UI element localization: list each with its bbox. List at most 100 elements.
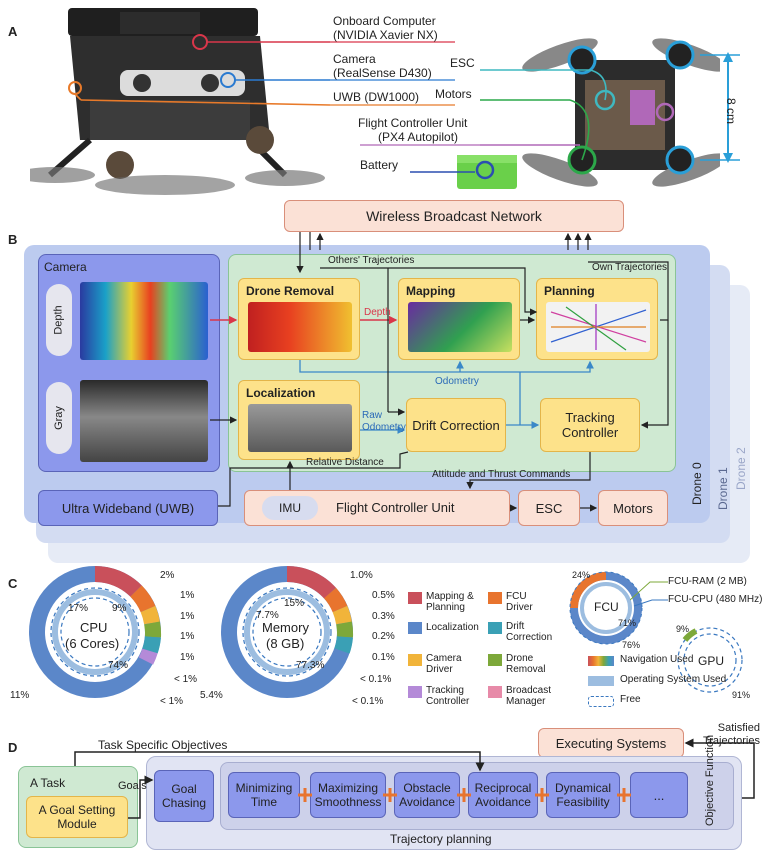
executing-systems-label: Executing Systems [555, 735, 667, 751]
callout-onboard-computer-sub: (NVIDIA Xavier NX) [333, 28, 438, 42]
legend2-label-2: Free [620, 694, 641, 705]
callout-motors: Motors [435, 87, 472, 101]
objective-box-1: Maximizing Smoothness [310, 772, 386, 818]
objective-label-4: Dynamical Feasibility [554, 781, 611, 809]
legend-label-2: Localization [426, 622, 479, 633]
drone-photo-left [30, 8, 325, 195]
legend-label-0: Mapping & Planning [426, 591, 474, 613]
mem-label-3: 0.2% [372, 631, 395, 642]
depth-arrow-label: Depth [364, 307, 391, 318]
legend2-swatch-2 [588, 696, 614, 707]
panel-d-label: D [8, 740, 18, 755]
legend2-swatch-1 [588, 676, 614, 686]
legend-swatch-6 [408, 686, 422, 698]
cpu-label-10: 74% [108, 660, 129, 671]
mem-label-8: 7.7% [256, 610, 279, 621]
raw-odometry-label: Raw Odometry [362, 410, 406, 433]
cpu-sub: (6 Cores) [65, 636, 120, 651]
uwb-box: Ultra Wideband (UWB) [38, 490, 218, 526]
task-label: A Task [30, 776, 66, 790]
planning-image [546, 302, 650, 352]
legend-label-5: Drone Removal [506, 653, 546, 675]
callout-lines [68, 34, 740, 173]
wireless-broadcast-label: Wireless Broadcast Network [366, 208, 542, 224]
callout-onboard-computer: Onboard Computer [333, 14, 436, 28]
cpu-label-9: 9% [112, 603, 127, 614]
attitude-label: Attitude and Thrust Commands [432, 469, 571, 480]
objective-box-5: ... [630, 772, 688, 818]
objective-label-3: Reciprocal Avoidance [474, 781, 532, 809]
fcu-label-0: 24% [572, 570, 591, 580]
legend-label-7: Broadcast Manager [506, 685, 552, 707]
mapping-image [408, 302, 512, 352]
mem-label-5: < 0.1% [360, 674, 392, 685]
mem-label-6: < 0.1% [352, 696, 384, 707]
mem-label-0: 1.0% [350, 570, 373, 581]
mem-label-2: 0.3% [372, 611, 395, 622]
legend-swatch-7 [488, 686, 502, 698]
trajectory-planning-label: Trajectory planning [390, 832, 492, 846]
plus-icon [298, 788, 631, 802]
legend-swatch-5 [488, 654, 502, 666]
fcu-donut [569, 571, 643, 645]
cpu-title: CPU [80, 620, 108, 635]
executing-systems-box: Executing Systems [538, 728, 684, 758]
gray-image [80, 380, 208, 462]
mapping-label: Mapping [406, 284, 456, 298]
drone-removal-image [248, 302, 352, 352]
legend-label-3: Drift Correction [506, 621, 553, 643]
motors-box: Motors [598, 490, 668, 526]
mem-label-9: 15% [284, 598, 305, 609]
cpu-label-5: < 1% [174, 674, 198, 685]
fcu-leaders [630, 581, 668, 607]
esc-box: ESC [518, 490, 580, 526]
cpu-label-1: 1% [180, 590, 195, 601]
callout-battery: Battery [360, 158, 399, 172]
esc-label: ESC [535, 500, 563, 516]
gpu-title: GPU [698, 654, 725, 668]
camera-label: Camera [44, 260, 87, 274]
panel-b-label: B [8, 232, 18, 247]
callout-esc: ESC [450, 56, 475, 70]
relative-distance-label: Relative Distance [306, 457, 384, 468]
fcu-label: Flight Controller Unit [336, 500, 455, 515]
gpu-label-1: 91% [732, 690, 751, 700]
uwb-label: Ultra Wideband (UWB) [61, 500, 195, 516]
fcu-ram-label: FCU-RAM (2 MB) [668, 576, 747, 587]
objective-box-0: Minimizing Time [228, 772, 300, 818]
legend: Mapping & Planning FCU Driver Localizati… [408, 591, 558, 707]
legend-swatch-1 [488, 592, 502, 604]
goal-module-box: A Goal Setting Module [26, 796, 128, 838]
objective-label-1: Maximizing Smoothness [314, 781, 382, 809]
tracking-controller-box: Tracking Controller [540, 398, 640, 452]
drone-removal-label: Drone Removal [246, 284, 335, 298]
motors-label: Motors [613, 500, 653, 516]
imu-pill: IMU [262, 496, 318, 520]
depth-pill: Depth [46, 284, 72, 356]
objective-label-5: ... [653, 787, 665, 803]
cpu-label-7: 11% [10, 690, 30, 701]
mem-label-4: 0.1% [372, 652, 395, 663]
goal-module-label: A Goal Setting Module [38, 803, 116, 831]
task-objectives-label: Task Specific Objectives [98, 738, 228, 752]
cpu-label-0: 2% [160, 570, 175, 581]
fcu-label-2: 76% [622, 640, 641, 650]
callout-camera: Camera [333, 52, 376, 66]
depth-image [80, 282, 208, 360]
gray-pill: Gray [46, 382, 72, 454]
localization-image [248, 404, 352, 452]
drone-photo-right [522, 38, 720, 187]
legend2-label-1: Operating System Used [620, 674, 727, 685]
legend-label-1: FCU Driver [506, 591, 533, 613]
cpu-label-6: < 1% [160, 696, 184, 707]
legend-swatch-4 [408, 654, 422, 666]
legend-label-4: Camera Driver [426, 653, 462, 675]
mem-label-1: 0.5% [372, 590, 395, 601]
memory-sub: (8 GB) [266, 636, 305, 651]
panel-c-label: C [8, 576, 18, 591]
fcu-cpu-label: FCU-CPU (480 MHz) [668, 594, 763, 605]
mem-label-10: 77.3% [296, 660, 325, 671]
drift-correction-label: Drift Correction [412, 417, 500, 433]
planning-label: Planning [544, 284, 595, 298]
cpu-label-2: 1% [180, 611, 195, 622]
